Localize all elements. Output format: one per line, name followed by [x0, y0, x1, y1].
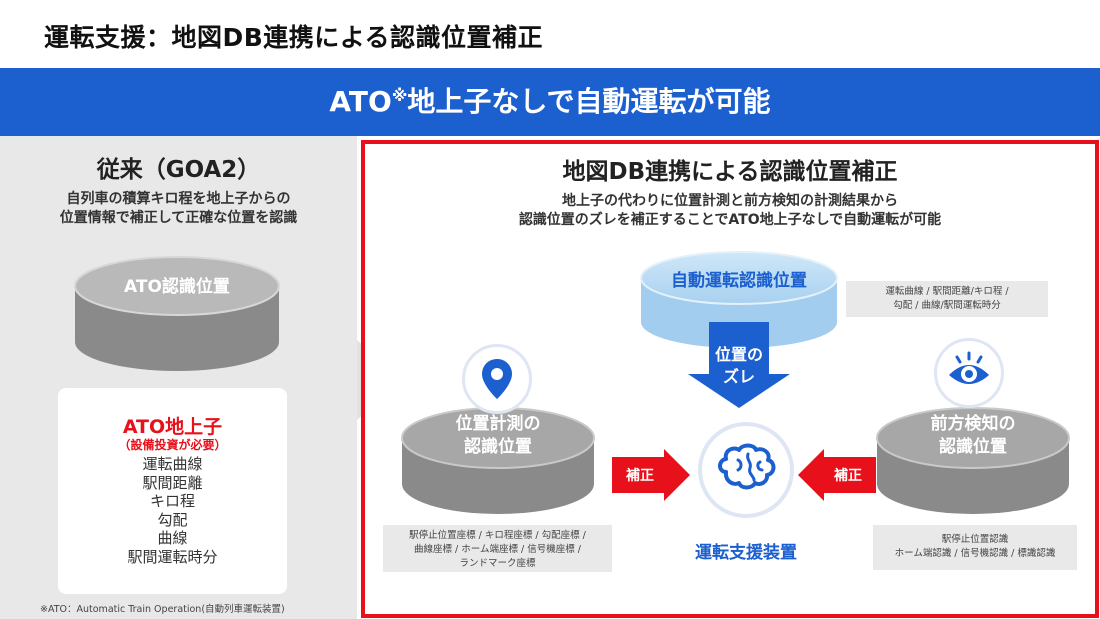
list-item: 駅間距離: [142, 473, 203, 492]
banner-text-rest: 地上子なしで自動運転が可能: [407, 85, 771, 118]
position-measurement-info-line-3: ランドマーク座標: [459, 558, 536, 569]
footnote: ※ATO：Automatic Train Operation(自動列車運転装置): [40, 604, 285, 615]
position-offset-label: 位置の ズレ: [686, 344, 792, 388]
auto-driving-position-label: 自動運転認識位置: [671, 271, 807, 291]
list-item: キロ程: [149, 492, 195, 510]
ato-transponder-box: [58, 388, 287, 594]
driving-support-device-label: 運転支援装置: [695, 543, 797, 563]
forward-detection-info-line-2: ホーム端認識 / 信号機認識 / 標識認識: [894, 548, 1056, 559]
ato-position-cylinder: [74, 256, 280, 371]
position-measurement-line-2: 認識位置: [464, 437, 532, 457]
list-item: 運転曲線: [142, 455, 203, 473]
brain-icon-circle: [698, 422, 794, 518]
down-arrow-icon: [688, 322, 790, 408]
ato-transponder-title: ATO地上子: [122, 416, 223, 438]
forward-detection-cylinder: [876, 407, 1070, 514]
proposed-description-line-2: 認識位置のズレを補正することでATO地上子なしで自動運転が可能: [518, 212, 942, 228]
position-measurement-label: 位置計測の 認識位置: [400, 413, 596, 459]
brain-icon: [718, 443, 776, 490]
map-pin-icon: [482, 359, 512, 399]
headline-banner: ATO※地上子なしで自動運転が可能: [0, 68, 1100, 136]
banner-text-main: ATO: [329, 85, 392, 118]
page-title: 運転支援：地図DB連携による認識位置補正: [44, 23, 544, 52]
position-measurement-line-1: 位置計測の: [455, 414, 541, 434]
correction-arrow-left: [612, 449, 690, 501]
position-measurement-cylinder: [401, 407, 595, 514]
auto-driving-info-line-1: 運転曲線 / 駅間距離/キロ程 /: [885, 286, 1009, 297]
forward-detection-label: 前方検知の 認識位置: [875, 413, 1071, 459]
eye-icon: [949, 351, 989, 384]
position-measurement-info-line-1: 駅停止位置座標 / キロ程座標 / 勾配座標 /: [409, 530, 586, 541]
ato-transponder-subtitle: （設備投資が必要）: [118, 438, 227, 452]
forward-detection-line-2: 認識位置: [939, 437, 1007, 457]
conventional-description: 自列車の積算キロ程を地上子からの 位置情報で補正して正確な位置を認識: [0, 190, 357, 228]
proposed-description: 地上子の代わりに位置計測と前方検知の計測結果から 認識位置のズレを補正することで…: [361, 192, 1099, 230]
auto-driving-info-box: 運転曲線 / 駅間距離/キロ程 / 勾配 / 曲線/駅間運転時分: [846, 281, 1048, 317]
forward-detection-info-box: 駅停止位置認識 ホーム端認識 / 信号機認識 / 標識認識: [873, 525, 1077, 570]
correction-arrow-right: [798, 449, 876, 501]
list-item: 勾配: [157, 510, 188, 529]
location-icon-circle: [462, 344, 532, 414]
proposed-heading: 地図DB連携による認識位置補正: [562, 159, 898, 185]
position-offset-line-1: 位置の: [714, 345, 763, 364]
position-offset-line-2: ズレ: [722, 367, 755, 386]
correction-label-left: 補正: [626, 468, 654, 484]
banner-note-mark: ※: [391, 86, 408, 105]
proposed-description-line-1: 地上子の代わりに位置計測と前方検知の計測結果から: [562, 193, 898, 209]
conventional-description-line-2: 位置情報で補正して正確な位置を認識: [59, 210, 298, 226]
conventional-description-line-1: 自列車の積算キロ程を地上子からの: [66, 191, 291, 207]
ato-position-label: ATO認識位置: [124, 277, 230, 297]
position-measurement-info-box: 駅停止位置座標 / キロ程座標 / 勾配座標 / 曲線座標 / ホーム端座標 /…: [383, 525, 612, 572]
conventional-heading: 従来（GOA2）: [96, 157, 261, 183]
forward-detection-info-line-1: 駅停止位置認識: [941, 534, 1009, 545]
auto-driving-info-line-2: 勾配 / 曲線/駅間運転時分: [893, 300, 1001, 311]
position-measurement-info-line-2: 曲線座標 / ホーム端座標 / 信号機座標 /: [414, 544, 581, 555]
ato-transponder-list: 運転曲線 駅間距離 キロ程 勾配 曲線 駅間運転時分: [58, 455, 287, 566]
eye-icon-circle: [934, 338, 1004, 408]
forward-detection-line-1: 前方検知の: [930, 414, 1016, 434]
auto-driving-position-cylinder: [640, 251, 838, 348]
list-item: 駅間運転時分: [127, 547, 218, 566]
list-item: 曲線: [157, 529, 188, 547]
correction-label-right: 補正: [834, 468, 862, 484]
